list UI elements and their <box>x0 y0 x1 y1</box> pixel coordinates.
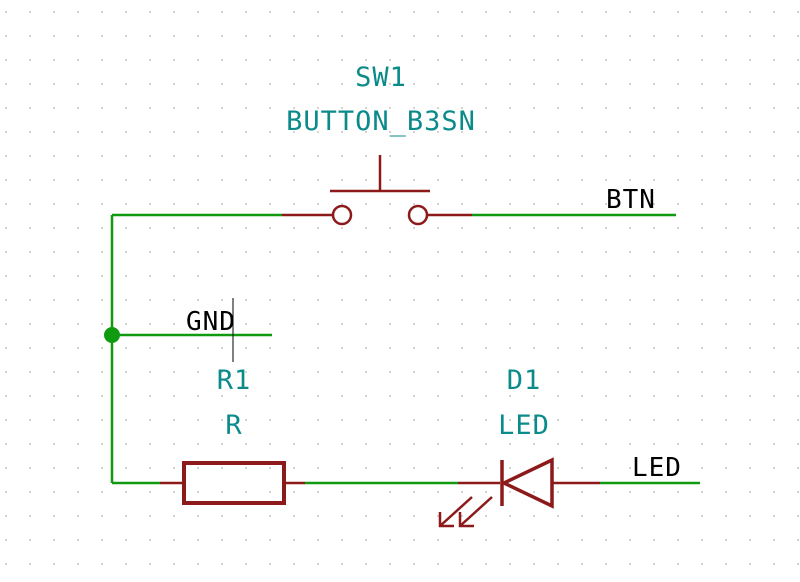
led-emission-arrows <box>438 496 493 528</box>
switch-sw1[interactable] <box>282 155 472 226</box>
switch-contact-right <box>407 204 429 226</box>
d1-value: LED <box>498 410 550 441</box>
net-label-gnd: GND <box>186 307 236 337</box>
wires <box>104 213 700 485</box>
grid-dots <box>5 11 799 565</box>
junction-dot <box>104 327 120 343</box>
net-label-btn: BTN <box>606 185 656 215</box>
resistor-r1[interactable] <box>160 461 305 505</box>
net-label-led: LED <box>632 453 682 483</box>
led-anode-triangle <box>499 457 554 509</box>
led-d1[interactable] <box>438 457 600 528</box>
resistor-body <box>182 461 286 505</box>
r1-value: R <box>225 410 242 441</box>
r1-reference: R1 <box>217 365 252 396</box>
sw1-value: BUTTON_B3SN <box>286 106 476 137</box>
switch-contact-left <box>331 204 353 226</box>
sw1-reference: SW1 <box>355 62 407 93</box>
d1-reference: D1 <box>507 365 542 396</box>
